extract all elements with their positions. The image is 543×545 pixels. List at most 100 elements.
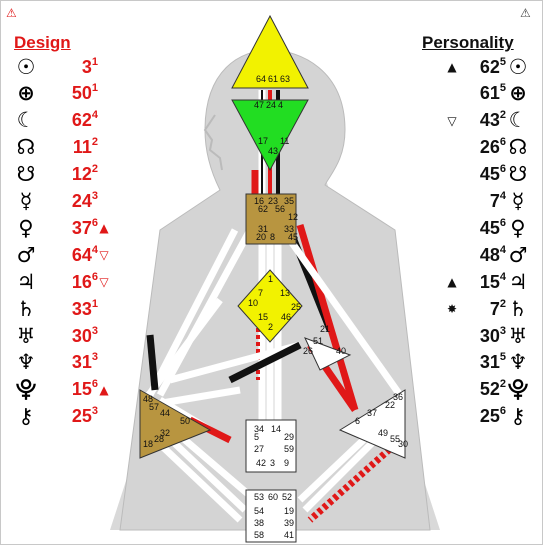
personality-gate: 303 <box>479 324 506 346</box>
jupiter-icon: ♃ <box>16 269 36 294</box>
design-row: ♂644▽ <box>14 241 110 269</box>
personality-row: 522⯓ <box>446 376 530 404</box>
neptune-icon: ♆ <box>16 350 36 375</box>
gate-label: 27 <box>254 444 264 454</box>
gate-label: 17 <box>258 136 268 146</box>
gate-label: 22 <box>385 400 395 410</box>
personality-gate: 522 <box>479 378 506 400</box>
personality-row: 456♀ <box>446 214 530 242</box>
gate-label: 1 <box>268 274 273 284</box>
gate-label: 44 <box>160 408 170 418</box>
gate-label: 20 <box>256 232 266 242</box>
moon-icon: ☾ <box>16 108 36 133</box>
personality-row: ▽432☾ <box>446 107 530 135</box>
gate-label: 24 <box>266 100 276 110</box>
personality-arrow-icon: ▽ <box>447 113 457 128</box>
gate-label: 15 <box>258 312 268 322</box>
g-center <box>237 269 303 343</box>
personality-arrow-icon: ✸ <box>446 302 458 317</box>
gate-label: 46 <box>281 312 291 322</box>
personality-row: ▲625☉ <box>446 53 530 81</box>
head-center <box>231 14 309 89</box>
gate-label: 38 <box>254 518 264 528</box>
design-gate: 243 <box>71 190 98 211</box>
earth-icon: ⊕ <box>509 81 527 106</box>
design-header: Design <box>14 33 71 52</box>
gate-label: 7 <box>258 288 263 298</box>
mars-icon: ♂ <box>508 242 528 267</box>
personality-row: ✸72♄ <box>446 295 530 323</box>
gate-label: 29 <box>284 432 294 442</box>
venus-icon: ♀ <box>18 215 34 240</box>
gate-label: 25 <box>291 302 301 312</box>
gate-label: 32 <box>160 428 170 438</box>
design-gate: 112 <box>72 136 98 158</box>
gate-label: 26 <box>303 346 313 356</box>
mars-icon: ♂ <box>16 242 36 267</box>
design-arrow-icon: ▲ <box>99 221 109 236</box>
saturn-icon: ♄ <box>508 296 528 321</box>
chiron-icon: ⚷ <box>18 404 34 429</box>
gate-label: 34 <box>254 424 264 434</box>
personality-gate: 484 <box>479 243 506 265</box>
gate-label: 54 <box>254 506 264 516</box>
personality-row: 456☋ <box>446 161 530 189</box>
gate-label: 14 <box>271 424 281 434</box>
personality-row: 484♂ <box>446 241 530 269</box>
design-gate: 313 <box>71 351 98 373</box>
sun-icon: ☉ <box>16 54 36 79</box>
gate-label: 16 <box>254 196 264 206</box>
throat-center <box>245 193 297 245</box>
gate-label: 43 <box>268 146 278 156</box>
chiron-icon: ⚷ <box>510 404 526 429</box>
gate-label: 42 <box>256 458 266 468</box>
personality-gate: 456 <box>479 163 506 185</box>
gate-label: 45 <box>288 232 298 242</box>
design-row: ☋122 <box>14 161 110 189</box>
mercury-icon: ☿ <box>19 189 33 213</box>
design-arrow-icon: ▽ <box>99 275 109 290</box>
south-node-icon: ☋ <box>16 162 36 187</box>
design-row: ♆ 313 <box>14 349 110 377</box>
gate-label: 51 <box>313 336 323 346</box>
ajna-center <box>231 99 309 172</box>
design-row: ☊112 <box>14 134 110 162</box>
design-row: ☉31 <box>14 53 110 81</box>
personality-gate: 315 <box>479 351 506 373</box>
gate-label: 19 <box>284 506 294 516</box>
gate-label: 53 <box>254 492 264 502</box>
gate-label: 59 <box>284 444 294 454</box>
earth-icon: ⊕ <box>17 81 35 106</box>
venus-icon: ♀ <box>510 215 526 240</box>
mercury-icon: ☿ <box>511 189 525 213</box>
design-gate: 501 <box>71 82 98 104</box>
gate-label: 11 <box>280 136 289 146</box>
pluto-icon: ⯓ <box>507 377 529 402</box>
gate-label: 47 <box>254 100 264 110</box>
design-corner-icon: ⚠ <box>6 6 17 20</box>
uranus-icon: ♅ <box>16 323 36 348</box>
gate-label: 9 <box>284 458 289 468</box>
design-gate: 644 <box>71 243 98 265</box>
gate-label: 62 <box>258 204 268 214</box>
gate-label: 60 <box>268 492 278 502</box>
gate-label: 50 <box>180 416 190 426</box>
design-row: ♀376▲ <box>14 214 110 242</box>
gate-label: 31 <box>258 224 268 234</box>
gate-label: 63 <box>280 74 290 84</box>
gate-label: 3 <box>270 458 275 468</box>
personality-row: 615⊕ <box>446 80 530 108</box>
personality-gate: 625 <box>479 55 506 77</box>
personality-gate: 154 <box>479 270 506 292</box>
gate-label: 13 <box>280 288 290 298</box>
personality-gate: 432 <box>479 109 506 131</box>
neptune-icon: ♆ <box>508 350 528 375</box>
design-gate: 624 <box>71 109 98 131</box>
gate-label: 41 <box>284 530 294 540</box>
design-gate: 331 <box>71 297 98 319</box>
jupiter-icon: ♃ <box>508 269 528 294</box>
gate-label: 61 <box>268 74 278 84</box>
gate-label: 56 <box>275 204 285 214</box>
